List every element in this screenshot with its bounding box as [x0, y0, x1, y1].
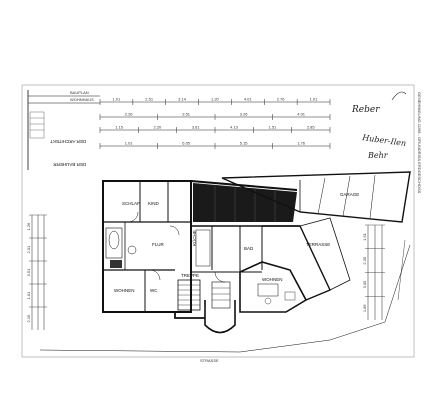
room-wc: WC [150, 288, 158, 293]
street-label: STRASSE [200, 358, 219, 363]
signature-3: Behr [367, 151, 389, 160]
dimension-value: 2.26 [125, 112, 134, 117]
dimension-value: 1.01 [310, 97, 319, 102]
dimension-value: 2.20 [154, 125, 163, 130]
floor-plan-body: SCHLAF KIND WOHNEN WC FLUR KÜCHE WOHNEN … [102, 171, 411, 334]
dimension-value: 1.51 [269, 125, 278, 130]
room-child: KIND [148, 201, 160, 206]
dimension-value: 6.05 [182, 141, 191, 146]
signature-2: Huber-Ilen [361, 133, 407, 148]
dimension-value: 2.85 [307, 125, 316, 130]
room-living: WOHNEN [262, 277, 283, 282]
dimension-value: 4.01 [244, 97, 253, 102]
room-bath: BAD [244, 246, 254, 251]
dimension-value: 1.76 [297, 141, 306, 146]
dimension-value: 2.76 [277, 97, 286, 102]
dimension-value: 1.01 [112, 97, 121, 102]
room-living-left: WOHNEN [114, 288, 135, 293]
dimension-value: 4.13 [230, 125, 239, 130]
signature-1: Reber [351, 105, 380, 115]
room-kitchen: KÜCHE [191, 230, 197, 246]
dimension-value: 1.20 [211, 97, 220, 102]
room-bedroom: SCHLAF [122, 201, 140, 206]
room-terrace: TERRASSE [306, 242, 330, 247]
title-block: BAUPLAN WOHNHAUS DER ARCHITEKT DER BAUHE… [27, 90, 100, 170]
dimension-value: 5.15 [240, 141, 249, 146]
top-dimension-rows: 1.01 2.51 3.14 1.20 4.01 2.76 1.01 2.26 3.51 3.26… [99, 97, 331, 149]
dimension-value: 3.51 [182, 112, 191, 117]
dimension-value: 3.14 [178, 97, 187, 102]
dimension-value: 1.85 [362, 304, 367, 313]
client-label: DER BAUHERR [52, 162, 86, 167]
dimension-value: 1.51 [362, 232, 367, 241]
dimension-value: 2.01 [26, 245, 31, 254]
dimension-value: 1.26 [26, 222, 31, 231]
signature-area: Reber Huber-Ilen Behr [351, 91, 407, 160]
dimension-value: 2.15 [26, 314, 31, 323]
header-small-1: BAUPLAN [70, 90, 89, 95]
dimension-value: 3.61 [192, 125, 201, 130]
room-stair: TREPPE [181, 273, 199, 278]
sheet-border [21, 84, 415, 358]
right-margin-note: GENEHMIGUNG 11/98 - GRUNDRISS ERDGESCHOS… [417, 92, 422, 194]
right-dimension-chain: 1.51 2.30 3.05 1.85 [362, 224, 385, 320]
dimension-value: 4.01 [297, 112, 306, 117]
left-dimension-chain: 1.26 2.01 3.51 1.01 2.15 [26, 214, 47, 330]
dimension-value: 2.51 [145, 97, 154, 102]
dimension-value: 1.15 [115, 125, 124, 130]
dimension-value: 1.01 [125, 141, 134, 146]
room-garage: GARAGE [340, 192, 359, 197]
dimension-value: 2.30 [362, 256, 367, 265]
architect-label: DER ARCHITEKT [50, 139, 86, 144]
dimension-value: 1.01 [26, 291, 31, 300]
dimension-value: 3.51 [26, 268, 31, 277]
room-hall: FLUR [152, 242, 165, 247]
header-small-2: WOHNHAUS [70, 97, 94, 102]
dimension-value: 3.26 [240, 112, 249, 117]
dimension-value: 3.05 [362, 280, 367, 289]
